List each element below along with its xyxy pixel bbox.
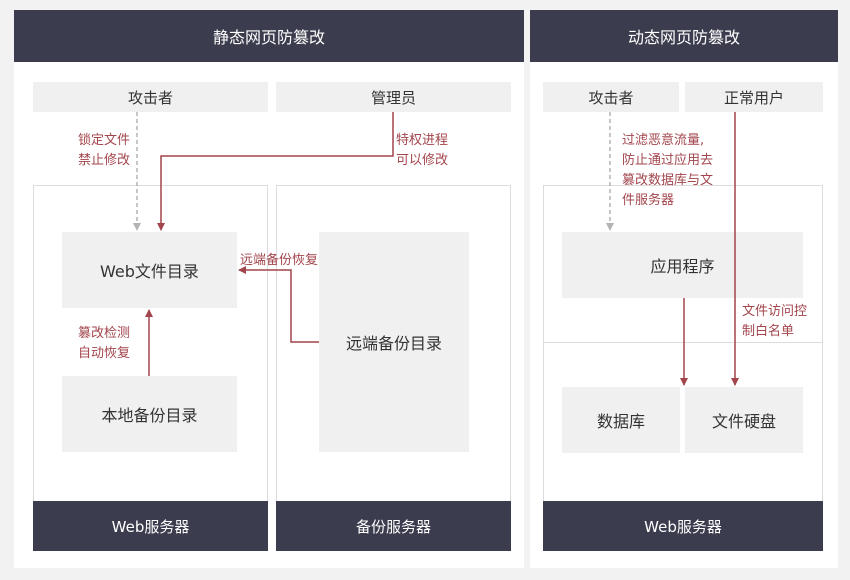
left-attacker-bar: 攻击者 bbox=[33, 82, 268, 112]
admin-bar: 管理员 bbox=[276, 82, 511, 112]
filter-traffic-note-line: 过滤恶意流量, bbox=[622, 133, 705, 148]
lock-file-note-line: 锁定文件 bbox=[78, 133, 131, 148]
filter-traffic-note: 过滤恶意流量, 防止通过应用去 篡改数据库与文 件服务器 bbox=[622, 131, 713, 211]
remote-restore-arrow bbox=[238, 266, 319, 343]
lock-file-note: 锁定文件 禁止修改 bbox=[78, 131, 130, 171]
remote-restore-note: 远端备份恢复 bbox=[240, 253, 319, 268]
filter-traffic-note-line: 篡改数据库与文 bbox=[622, 173, 714, 188]
normal-user-bar: 正常用户 bbox=[685, 82, 823, 112]
admin-modify-arrow bbox=[157, 112, 394, 231]
tamper-detect-note: 篡改检测 自动恢复 bbox=[78, 324, 130, 364]
whitelist-note-line: 文件访问控 bbox=[742, 304, 808, 319]
whitelist-note: 文件访问控 制白名单 bbox=[742, 302, 807, 342]
filter-traffic-note-line: 防止通过应用去 bbox=[622, 153, 714, 168]
backup-server-label: 备份服务器 bbox=[276, 501, 511, 551]
tamper-detect-note-line: 篡改检测 bbox=[78, 326, 131, 341]
application-box: 应用程序 bbox=[562, 232, 803, 298]
lock-file-note-line: 禁止修改 bbox=[78, 153, 131, 168]
privileged-process-note-line: 可以修改 bbox=[396, 153, 449, 168]
dynamic-protection-title: 动态网页防篡改 bbox=[530, 10, 838, 62]
right-web-server-label: Web服务器 bbox=[543, 501, 823, 551]
right-attacker-bar: 攻击者 bbox=[543, 82, 679, 112]
left-web-server-label: Web服务器 bbox=[33, 501, 268, 551]
local-backup-directory: 本地备份目录 bbox=[62, 376, 237, 452]
privileged-process-note: 特权进程 可以修改 bbox=[396, 131, 448, 171]
web-file-directory: Web文件目录 bbox=[62, 232, 237, 308]
database-box: 数据库 bbox=[562, 387, 680, 453]
filter-traffic-note-line: 件服务器 bbox=[622, 193, 675, 208]
tamper-detect-note-line: 自动恢复 bbox=[78, 346, 131, 361]
right-frame-divider bbox=[544, 342, 822, 343]
file-disk-box: 文件硬盘 bbox=[685, 387, 803, 453]
remote-backup-directory: 远端备份目录 bbox=[319, 232, 469, 452]
privileged-process-note-line: 特权进程 bbox=[396, 133, 449, 148]
whitelist-note-line: 制白名单 bbox=[742, 324, 795, 339]
static-protection-title: 静态网页防篡改 bbox=[14, 10, 524, 62]
